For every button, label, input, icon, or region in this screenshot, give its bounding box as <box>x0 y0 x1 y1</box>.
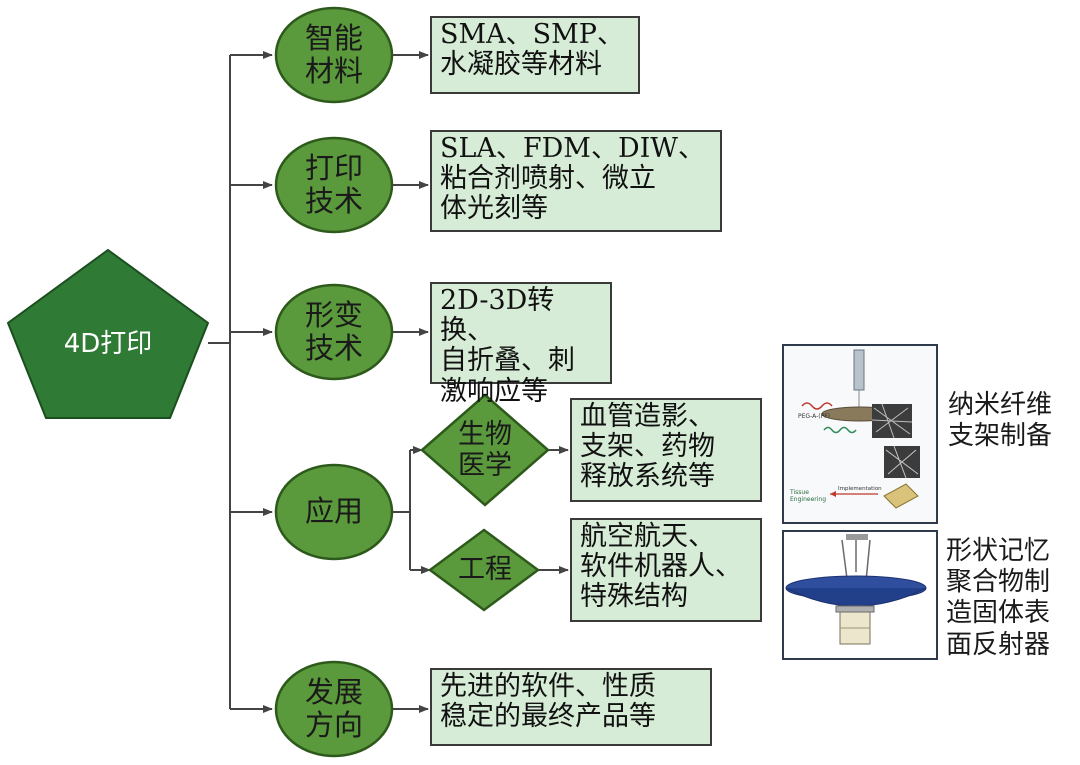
detail-box-biomedical: 血管造影、 支架、药物 释放系统等 <box>570 398 762 502</box>
root-label: 4D打印 <box>63 329 153 360</box>
category-circle-5 <box>274 660 394 758</box>
reflector-caption: 形状记忆 聚合物制 造固体表 面反射器 <box>946 536 1051 660</box>
category-label-deformation-tech: 形变 技术 <box>304 297 363 365</box>
category-circle-3 <box>274 283 394 381</box>
nanofiber-scaffold-caption: 纳米纤维 支架制备 <box>948 390 1053 452</box>
bio-diamond <box>420 393 550 507</box>
application-label-biomedical: 生物 医学 <box>458 418 512 481</box>
category-circle-4 <box>274 463 394 561</box>
detail-box-deformation-tech: 2D-3D转换、 自折叠、刺 激响应等 <box>430 282 612 406</box>
scaffold-inset-label-1: PEG-A-(PF) <box>798 413 830 420</box>
category-label-applications: 应用 <box>304 494 363 529</box>
detail-box-smart-materials: SMA、SMP、 水凝胶等材料 <box>430 16 640 94</box>
detail-box-printing-tech: SLA、FDM、DIW、 粘合剂喷射、微立 体光刻等 <box>430 130 722 232</box>
application-label-engineering: 工程 <box>458 554 512 586</box>
category-label-printing-tech: 打印 技术 <box>304 150 363 218</box>
category-circle-1 <box>274 6 394 104</box>
detail-box-future-direction: 先进的软件、性质 稳定的最终产品等 <box>430 668 712 746</box>
scaffold-inset-label-3: Implementation <box>838 486 882 492</box>
reflector-illustration <box>784 532 936 658</box>
detail-box-engineering: 航空航天、 软件机器人、 特殊结构 <box>570 518 762 622</box>
root-pentagon <box>6 248 210 419</box>
eng-diamond <box>427 528 541 612</box>
category-label-smart-materials: 智能 材料 <box>304 20 363 88</box>
category-circle-2 <box>274 136 394 234</box>
category-label-future-direction: 发展 方向 <box>304 674 363 742</box>
reflector-figure <box>782 530 938 660</box>
